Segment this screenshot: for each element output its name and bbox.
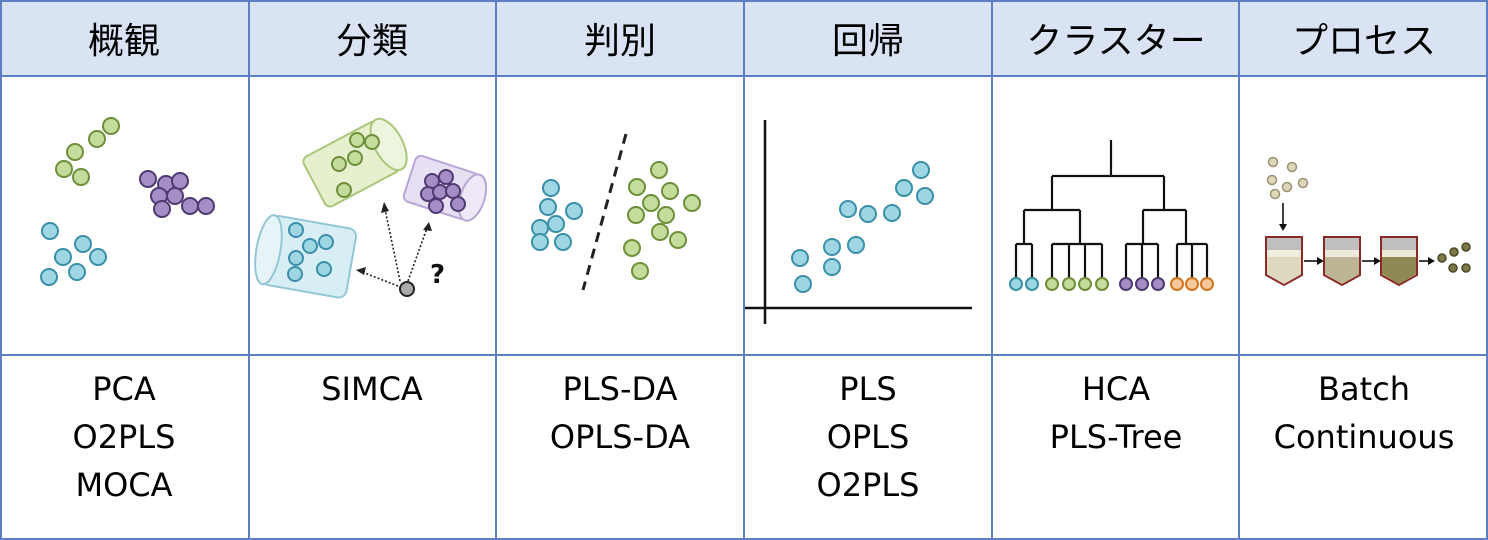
- method-list: SIMCA: [248, 355, 496, 540]
- method-list: PCA O2PLS MOCA: [0, 355, 248, 540]
- column-header: クラスター: [992, 0, 1240, 76]
- table-border: [0, 354, 1488, 356]
- table-border: [1238, 0, 1240, 540]
- table-border: [743, 0, 745, 540]
- dendrogram-illustration: [992, 76, 1240, 355]
- column-regression: 回帰 PLS OPLS O2PLS: [744, 0, 992, 540]
- column-discrimination: 判別 PLS-DA: [496, 0, 744, 540]
- regression-illustration: [744, 76, 992, 355]
- process-illustration: [1240, 76, 1488, 355]
- discrimination-illustration: [496, 76, 744, 355]
- method-name: SIMCA: [321, 370, 423, 408]
- method-list: PLS-DA OPLS-DA: [496, 355, 744, 540]
- column-cluster: クラスター: [992, 0, 1240, 540]
- method-name: PCA: [92, 370, 156, 408]
- method-name: O2PLS: [72, 418, 176, 456]
- method-name: HCA: [1081, 370, 1151, 408]
- table-border: [495, 0, 497, 540]
- table-border: [991, 0, 993, 540]
- simca-class-models-illustration: ?: [248, 76, 496, 355]
- method-name: Continuous: [1273, 418, 1455, 456]
- method-name: Batch: [1318, 370, 1410, 408]
- column-header: 分類: [248, 0, 496, 76]
- table-border: [248, 0, 250, 540]
- table-border: [1486, 0, 1488, 540]
- method-list: HCA PLS-Tree: [992, 355, 1240, 540]
- method-name: PLS: [839, 370, 897, 408]
- column-classification: 分類: [248, 0, 496, 540]
- table-border: [0, 75, 1488, 77]
- overview-scatter-illustration: [0, 76, 248, 355]
- query-mark: ?: [430, 260, 445, 290]
- method-name: OPLS-DA: [549, 418, 691, 456]
- table-border: [0, 0, 2, 540]
- column-header: 判別: [496, 0, 744, 76]
- method-name: PLS-DA: [562, 370, 678, 408]
- column-process: プロセス: [1240, 0, 1488, 540]
- column-header: プロセス: [1240, 0, 1488, 76]
- table-border: [0, 0, 1488, 2]
- method-name: OPLS: [826, 418, 910, 456]
- column-header: 概観: [0, 0, 248, 76]
- column-header: 回帰: [744, 0, 992, 76]
- method-name: MOCA: [75, 466, 173, 504]
- method-list: PLS OPLS O2PLS: [744, 355, 992, 540]
- method-name: O2PLS: [816, 466, 920, 504]
- table-border: [0, 538, 1488, 540]
- method-name: PLS-Tree: [1049, 418, 1183, 456]
- column-overview: 概観: [0, 0, 248, 540]
- method-list: Batch Continuous: [1240, 355, 1488, 540]
